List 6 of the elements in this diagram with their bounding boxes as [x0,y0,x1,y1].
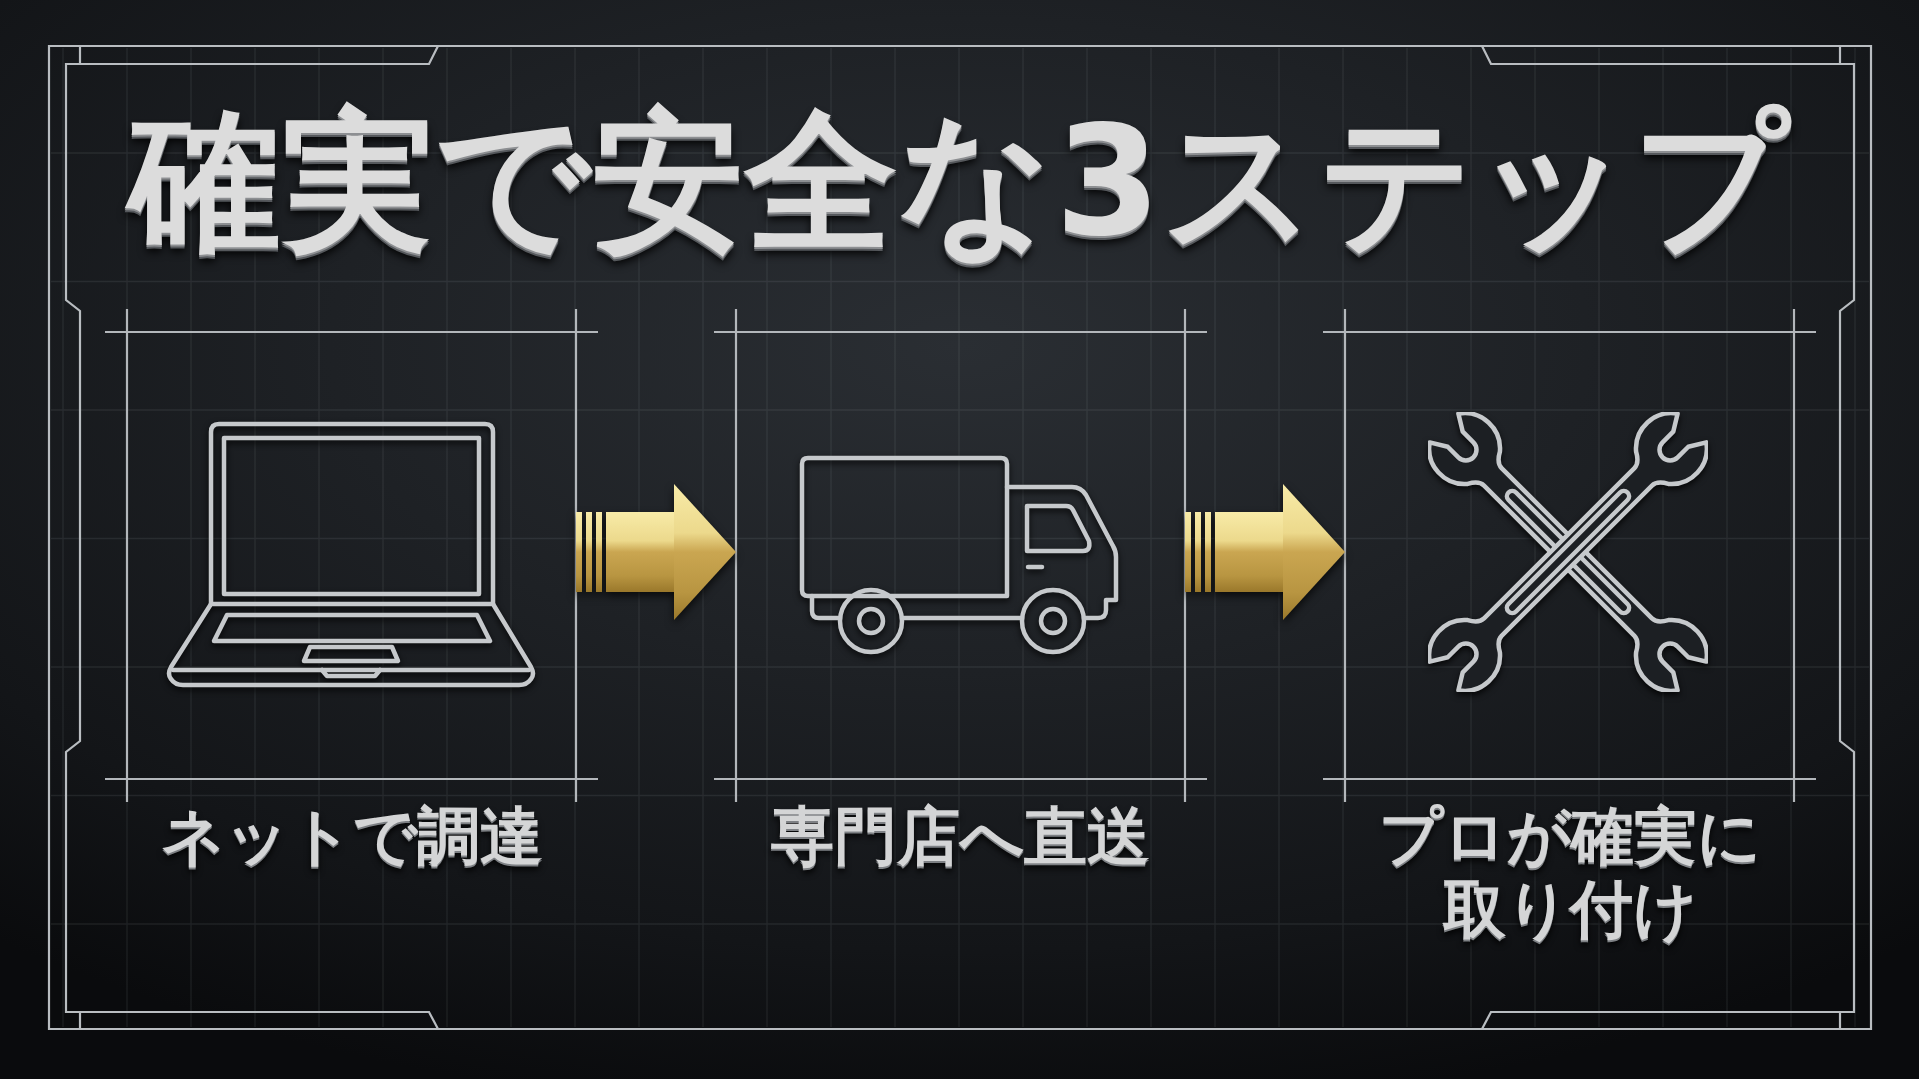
arrow [576,484,736,620]
step-label: 専門店へ直送 [770,800,1151,875]
step-label: ネットで調達 [159,800,544,875]
title: 確実で安全な3ステップ [115,89,1804,291]
arrow [1185,484,1345,620]
step-label: プロが確実に取り付け [1377,800,1762,948]
